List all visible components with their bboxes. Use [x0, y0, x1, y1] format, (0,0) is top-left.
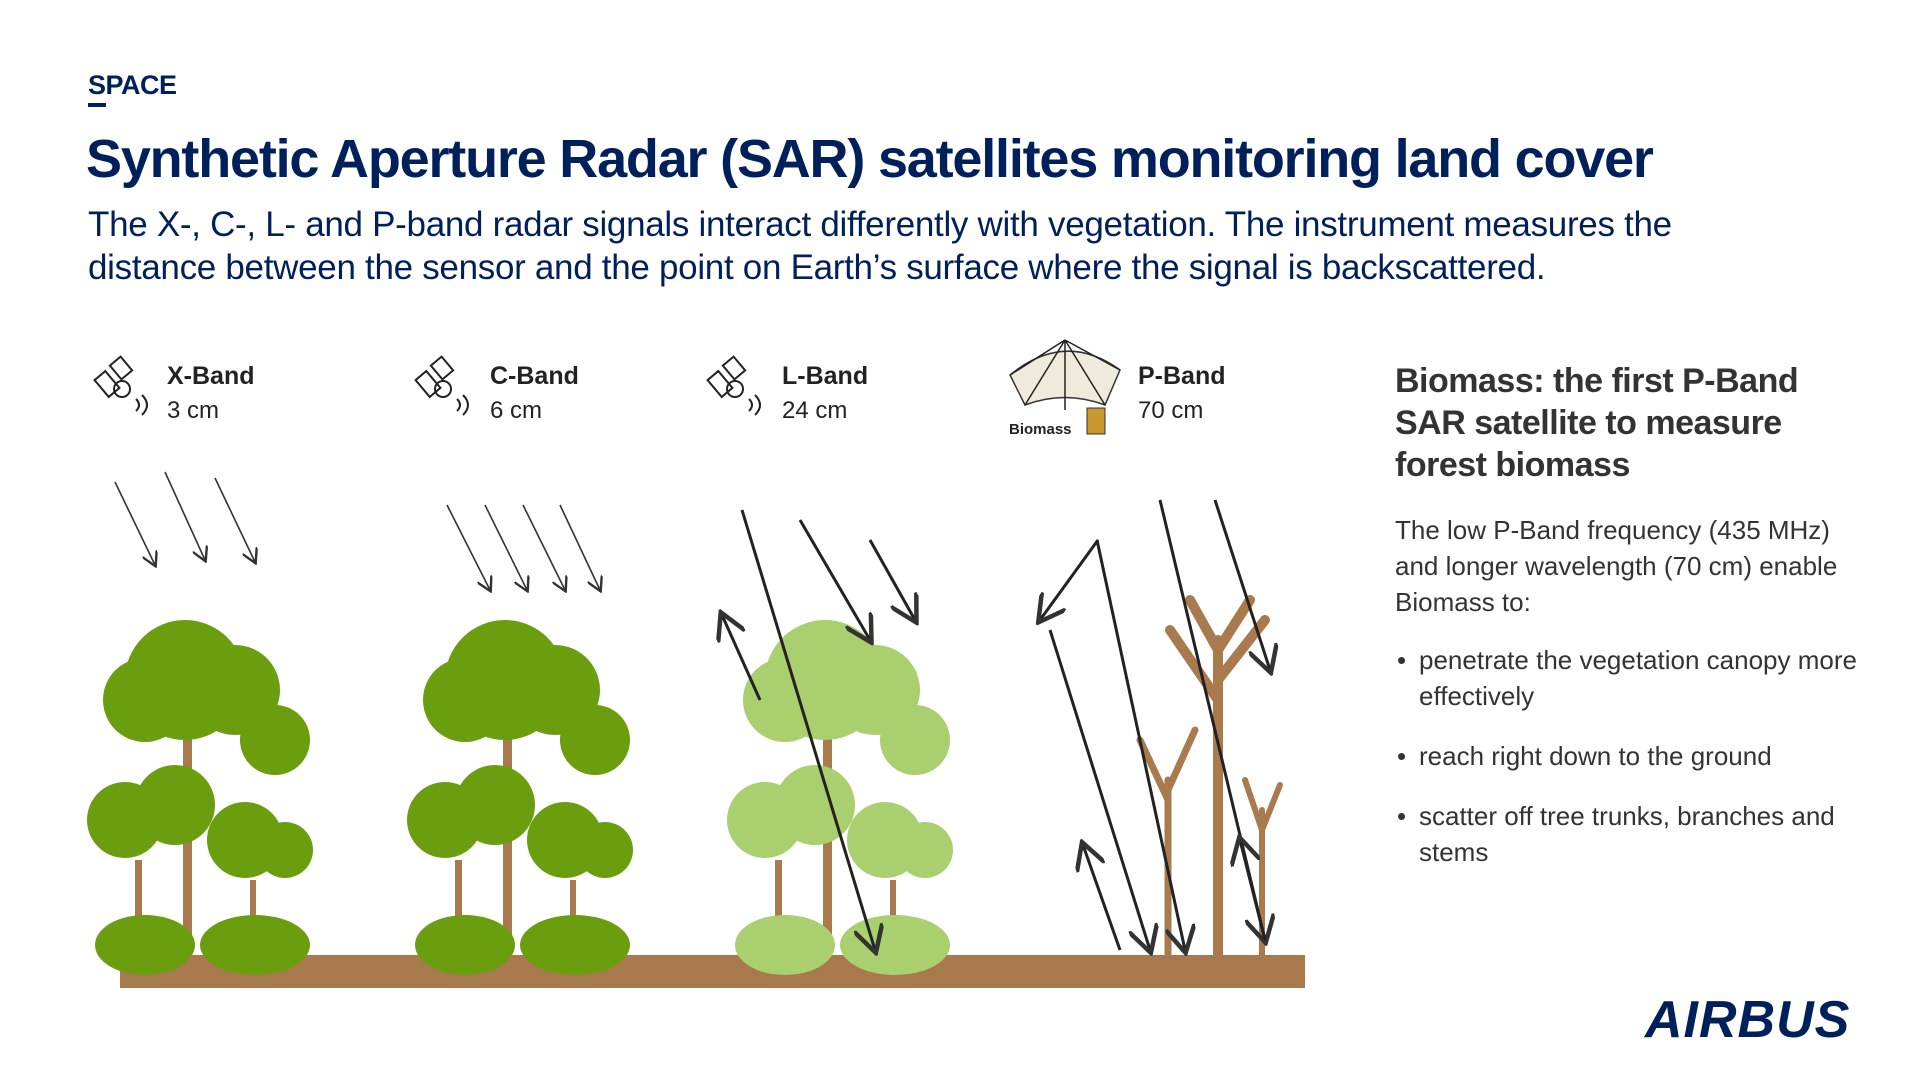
list-item: penetrate the vegetation canopy more eff…	[1395, 642, 1875, 714]
band-wavelength: 24 cm	[782, 397, 848, 424]
band-wavelength: 70 cm	[1138, 397, 1204, 424]
band-wavelength: 3 cm	[167, 397, 220, 424]
panel-heading: Biomass: the first P-Band SAR satellite …	[1395, 362, 1799, 484]
band-name: L-Band	[782, 362, 869, 390]
radar-signals-long	[722, 499, 1270, 950]
airbus-logo: AIRBUS	[1645, 991, 1851, 1049]
tree-c-band	[407, 620, 633, 975]
capability-list: penetrate the vegetation canopy more eff…	[1395, 642, 1875, 870]
satellite-label: Biomass	[1009, 421, 1072, 438]
kicker-underline	[88, 103, 106, 107]
band-wavelength: 6 cm	[490, 397, 543, 424]
band-name: P-Band	[1138, 362, 1226, 390]
radar-signals	[114, 471, 600, 590]
band-name: C-Band	[490, 362, 579, 390]
satellite-icon	[414, 355, 469, 416]
ground	[120, 955, 1305, 988]
biomass-info-panel: Biomass: the first P-Band SAR satellite …	[1395, 360, 1875, 894]
tree-l-band	[727, 620, 953, 975]
satellite-icon	[706, 355, 761, 416]
band-name: X-Band	[167, 362, 255, 390]
page-subtitle: The X-, C-, L- and P-band radar signals …	[88, 205, 1672, 287]
panel-intro: The low P-Band frequency (435 MHz) and l…	[1395, 515, 1838, 617]
tree-x-band	[87, 620, 313, 975]
biomass-satellite-icon	[1009, 339, 1121, 435]
satellite-icon	[93, 355, 148, 416]
tree-p-band	[1136, 595, 1283, 960]
page-title: Synthetic Aperture Radar (SAR) satellite…	[86, 129, 1654, 189]
list-item: scatter off tree trunks, branches and st…	[1395, 798, 1875, 870]
list-item: reach right down to the ground	[1395, 738, 1875, 774]
section-kicker: SPACE	[88, 70, 177, 100]
